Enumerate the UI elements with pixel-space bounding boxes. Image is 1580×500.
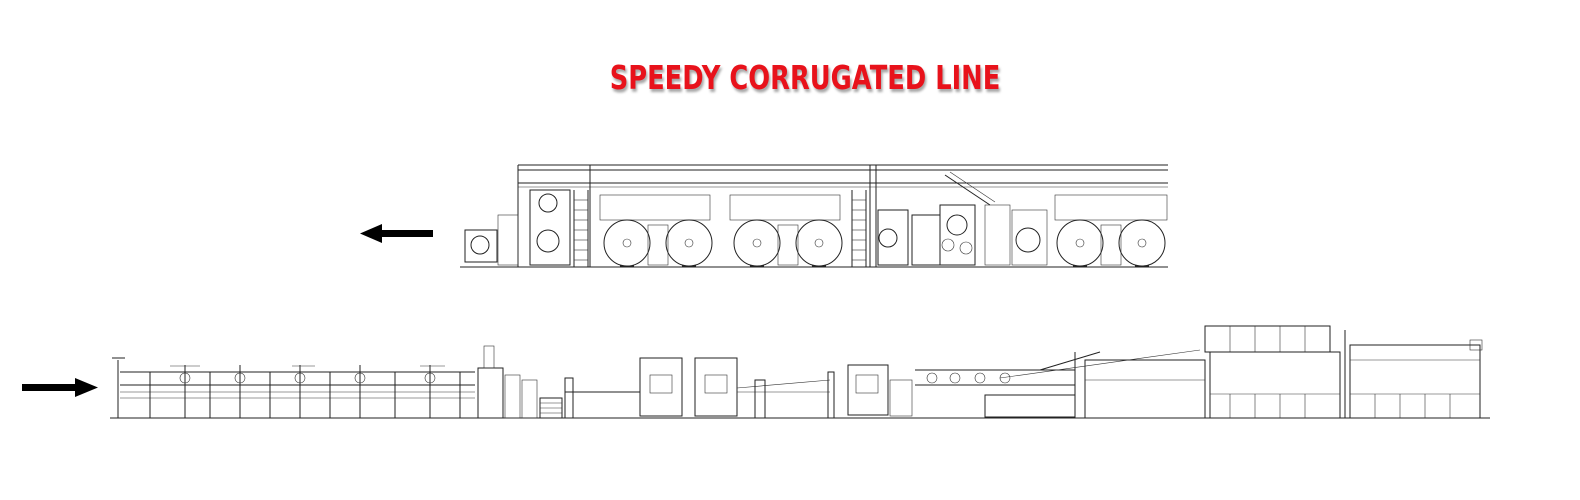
top-reel-stand-1 — [599, 194, 713, 267]
top-single-facer — [877, 171, 1011, 266]
top-machine-line — [460, 164, 1168, 268]
cutoff-knife — [847, 364, 889, 416]
top-reel-stand-3 — [1011, 194, 1168, 267]
bottom-machine-line — [110, 325, 1490, 419]
slitter-scorer-1 — [639, 357, 683, 417]
bottom-bridge-section — [112, 357, 475, 418]
bottom-flow-arrow — [22, 378, 98, 397]
double-backer — [915, 349, 1206, 419]
page-title: SPEEDY CORRUGATED LINE — [609, 58, 1001, 97]
top-flow-arrow — [360, 224, 433, 243]
top-reel-stand-2 — [729, 194, 843, 267]
slitter-scorer-2 — [694, 357, 738, 417]
stacker-hood — [1204, 325, 1483, 419]
